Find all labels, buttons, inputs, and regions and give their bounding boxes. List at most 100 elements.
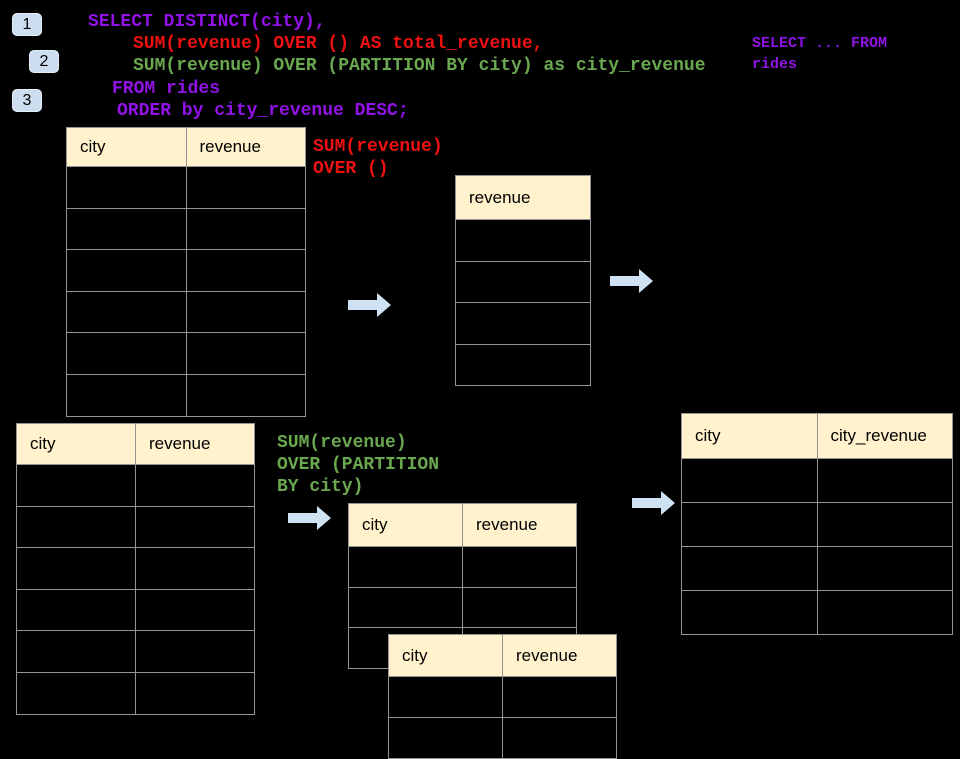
table-row (349, 586, 576, 628)
empty-cell (816, 458, 952, 502)
table-row (17, 464, 254, 506)
empty-cell (135, 547, 254, 589)
empty-cell (456, 260, 590, 303)
table-row (682, 458, 952, 502)
column-header-revenue: revenue (185, 128, 306, 166)
empty-cell (185, 166, 305, 208)
empty-cell (135, 630, 254, 672)
empty-cell (185, 249, 305, 291)
column-header-city: city (362, 515, 388, 534)
empty-cell (135, 671, 254, 714)
column-header-revenue: revenue (469, 187, 531, 207)
table-total-revenue-result: revenue (455, 175, 591, 386)
empty-cell (17, 671, 135, 714)
empty-cell (389, 676, 502, 717)
empty-cell (456, 343, 590, 386)
empty-cell (462, 546, 576, 587)
annotation-over-total: SUM(revenue) OVER () (313, 137, 443, 179)
empty-cell (17, 630, 135, 672)
table-source-for-total: city revenue (66, 127, 306, 417)
empty-cell (67, 332, 186, 374)
table-row (389, 676, 616, 717)
empty-cell (816, 502, 952, 546)
sql-line-sum-partition: SUM(revenue) OVER (PARTITION BY city) as… (133, 56, 706, 76)
table-row (67, 290, 305, 333)
empty-cell (185, 207, 305, 250)
table-row (389, 717, 616, 758)
table-row (456, 260, 590, 303)
table-city-revenue-result: city city_revenue (681, 413, 953, 635)
empty-cell (682, 502, 817, 546)
flow-arrow-from-total-result (610, 269, 653, 293)
column-header-city: city (695, 426, 721, 445)
empty-cell (185, 332, 305, 374)
column-header-revenue: revenue (462, 504, 576, 546)
table-row (17, 505, 254, 548)
column-header-city: city (402, 645, 428, 665)
sql-line-sum-total: SUM(revenue) OVER () AS total_revenue, (133, 34, 544, 54)
empty-cell (502, 676, 616, 717)
empty-cell (502, 717, 616, 758)
table-row (456, 302, 590, 344)
table-header-row: revenue (456, 176, 590, 219)
step-badge-3: 3 (12, 89, 42, 112)
flow-arrow-to-city-revenue-result (632, 491, 675, 515)
empty-cell (456, 302, 590, 344)
empty-cell (67, 373, 186, 416)
empty-cell (682, 458, 817, 502)
table-row (456, 219, 590, 261)
sql-line-order-by: ORDER by city_revenue DESC; (117, 101, 409, 121)
column-header-revenue: revenue (502, 635, 616, 676)
column-header-revenue: revenue (135, 424, 254, 464)
empty-cell (17, 547, 135, 589)
table-header-row: city city_revenue (682, 414, 952, 458)
column-header-city: city (80, 137, 106, 156)
table-row (682, 546, 952, 590)
table-row (67, 207, 305, 250)
empty-cell (456, 219, 590, 261)
empty-cell (67, 207, 186, 250)
step-badge-2: 2 (29, 50, 59, 73)
empty-cell (682, 590, 817, 634)
empty-cell (185, 373, 305, 416)
empty-cell (349, 627, 462, 668)
empty-cell (349, 586, 462, 628)
slide-canvas: { "colors": { "background": "#000000", "… (12, 12, 953, 759)
table-row (67, 166, 305, 208)
empty-cell (67, 290, 186, 333)
table-header-row: city revenue (67, 128, 305, 166)
empty-cell (462, 586, 576, 628)
table-row (17, 588, 254, 631)
table-row (349, 546, 576, 587)
empty-cell (816, 546, 952, 590)
empty-cell (17, 505, 135, 548)
flow-arrow-to-total-result (348, 293, 391, 317)
empty-cell (135, 464, 254, 506)
table-row (456, 343, 590, 386)
empty-cell (185, 290, 305, 333)
empty-cell (67, 249, 186, 291)
table-header-row: city revenue (17, 424, 254, 464)
table-row (682, 502, 952, 546)
table-partition-overlay: city revenue (388, 634, 617, 759)
table-row (67, 249, 305, 291)
table-partition-intermediate: city revenue (348, 503, 577, 669)
step-badge-1: 1 (12, 13, 42, 36)
empty-cell (816, 590, 952, 634)
table-row (682, 590, 952, 634)
sql-line-select: SELECT DISTINCT(city), (88, 12, 326, 32)
column-header-city_revenue: city_revenue (816, 414, 953, 458)
empty-cell (349, 546, 462, 587)
empty-cell (17, 464, 135, 506)
table-header-row: city revenue (389, 635, 616, 676)
empty-cell (135, 588, 254, 631)
table-row (17, 547, 254, 589)
table-row (67, 332, 305, 374)
empty-cell (682, 546, 817, 590)
empty-cell (389, 717, 502, 758)
empty-cell (67, 166, 186, 208)
table-row (17, 630, 254, 672)
annotation-over-partition: SUM(revenue) OVER (PARTITION BY city) (277, 433, 440, 497)
column-header-city: city (30, 434, 56, 453)
empty-cell (17, 588, 135, 631)
